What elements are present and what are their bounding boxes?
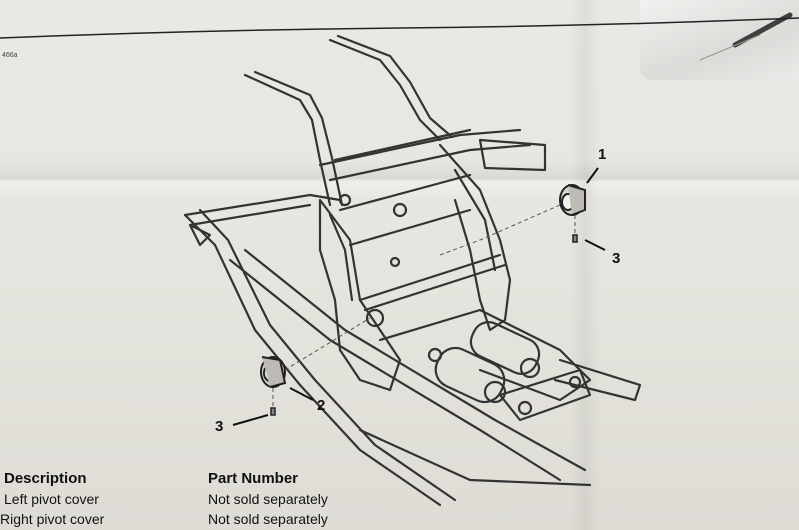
callout-1: 1 bbox=[598, 146, 607, 163]
row-1-description: Left pivot cover bbox=[4, 491, 99, 507]
part-number-header: Part Number bbox=[208, 470, 299, 487]
callout-2: 2 bbox=[317, 397, 326, 414]
frame-outline bbox=[183, 34, 642, 507]
hardware-pin-icon bbox=[699, 12, 793, 61]
left-pivot-cover-part bbox=[260, 356, 287, 388]
plastic-bag-corner bbox=[640, 0, 799, 80]
figure-code: 466a bbox=[2, 52, 18, 59]
row-2-part-number: Not sold separately bbox=[208, 511, 328, 527]
assembly-lines bbox=[272, 204, 576, 408]
paper-fold-vertical bbox=[570, 0, 600, 530]
callout-3-right: 3 bbox=[612, 250, 621, 267]
row-2-description: Right pivot cover bbox=[0, 511, 105, 527]
description-header: Description bbox=[4, 470, 87, 487]
callout-leaders bbox=[232, 167, 606, 426]
screw-parts bbox=[270, 234, 578, 416]
row-1-part-number: Not sold separately bbox=[208, 491, 328, 507]
right-pivot-cover-part bbox=[559, 184, 586, 216]
callout-3-left: 3 bbox=[215, 418, 224, 435]
header-rule bbox=[0, 17, 799, 39]
